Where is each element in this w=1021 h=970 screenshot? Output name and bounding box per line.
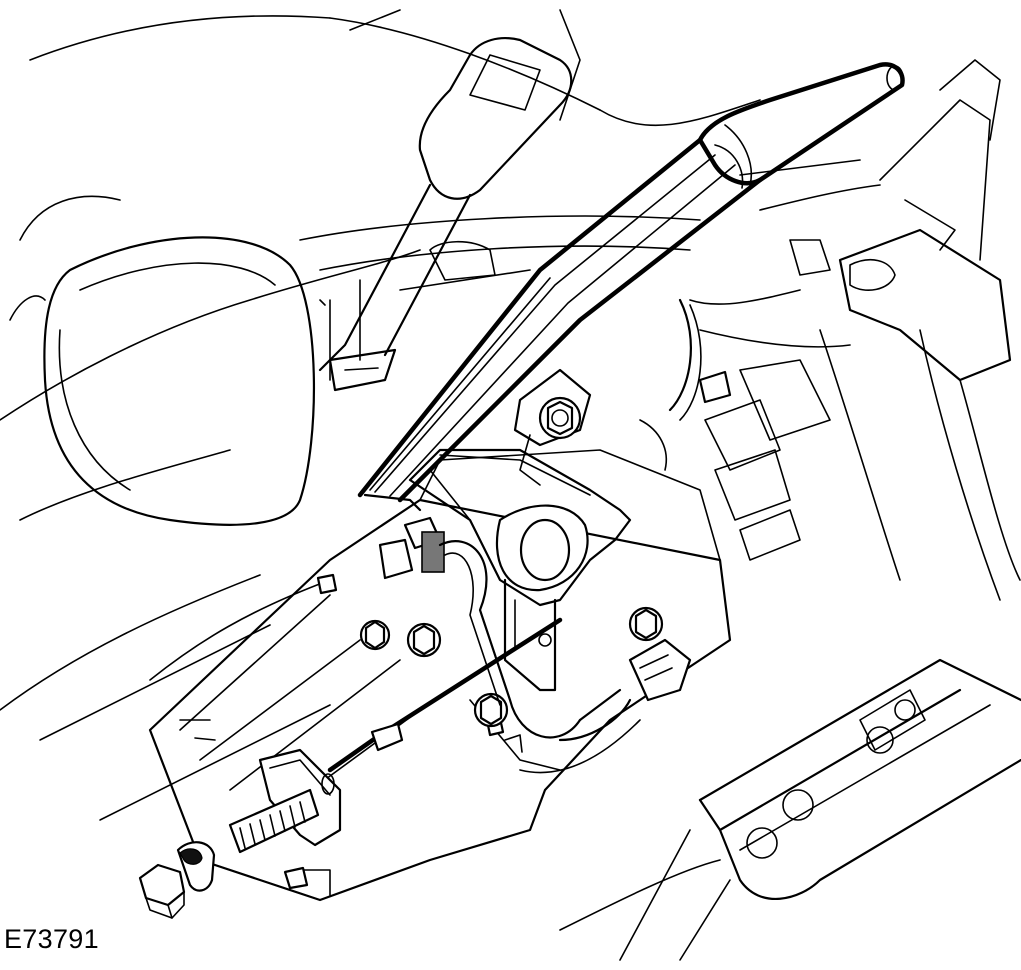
- brake-cable: [327, 617, 563, 773]
- seat-cushion-icon: [9, 195, 316, 526]
- lever-grip-icon: [697, 62, 905, 189]
- pivot-bolt-icon: [538, 396, 582, 440]
- electrical-connector-icon: [378, 298, 801, 742]
- console-bracket: [699, 59, 1021, 601]
- bracket-base-plate: [148, 449, 732, 902]
- parking-brake-lever-icon: [357, 137, 763, 512]
- tunnel-panel-outline: [299, 159, 881, 381]
- figure-id-label: E73791: [4, 924, 99, 954]
- adjuster-nut-icon: [138, 841, 216, 919]
- seat-rail-icon: [698, 658, 1021, 901]
- lever-housing: [408, 448, 632, 692]
- seat-belt-buckle-icon: [318, 37, 573, 392]
- cable-adjuster-icon: [228, 748, 342, 854]
- floor-panel-outline: [0, 9, 761, 961]
